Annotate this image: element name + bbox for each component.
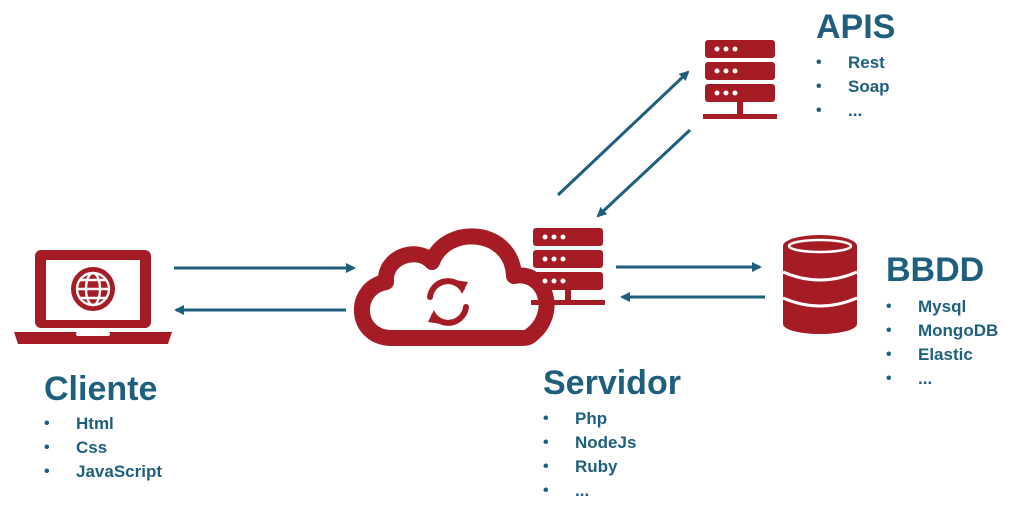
cloud-sync-icon — [354, 228, 555, 346]
list-item: Ruby — [543, 455, 636, 479]
cliente-title: Cliente — [44, 370, 158, 408]
list-item: Mysql — [886, 295, 998, 319]
list-item: Html — [44, 412, 162, 436]
list-item: Php — [543, 407, 636, 431]
servidor-tech-list: Php NodeJs Ruby ... — [543, 407, 636, 503]
arrow-apis-to-servidor — [596, 128, 692, 218]
list-item: ... — [816, 99, 890, 123]
bbdd-tech-list: Mysql MongoDB Elastic ... — [886, 295, 998, 391]
list-item: Rest — [816, 51, 890, 75]
connection-arrows — [174, 70, 765, 315]
list-item: NodeJs — [543, 431, 636, 455]
apis-tech-list: Rest Soap ... — [816, 51, 890, 123]
server-icon — [703, 40, 777, 119]
list-item: JavaScript — [44, 460, 162, 484]
database-icon — [782, 235, 858, 334]
list-item: MongoDB — [886, 319, 998, 343]
servidor-title: Servidor — [543, 364, 681, 402]
bbdd-title: BBDD — [886, 251, 985, 289]
list-item: Elastic — [886, 343, 998, 367]
list-item: Css — [44, 436, 162, 460]
list-item: Soap — [816, 75, 890, 99]
arrow-servidor-to-apis — [556, 70, 690, 197]
laptop-globe-icon — [14, 250, 172, 344]
list-item: ... — [543, 479, 636, 503]
apis-title: APIS — [816, 8, 896, 46]
cliente-tech-list: Html Css JavaScript — [44, 412, 162, 484]
server-icon — [531, 228, 605, 305]
list-item: ... — [886, 367, 998, 391]
